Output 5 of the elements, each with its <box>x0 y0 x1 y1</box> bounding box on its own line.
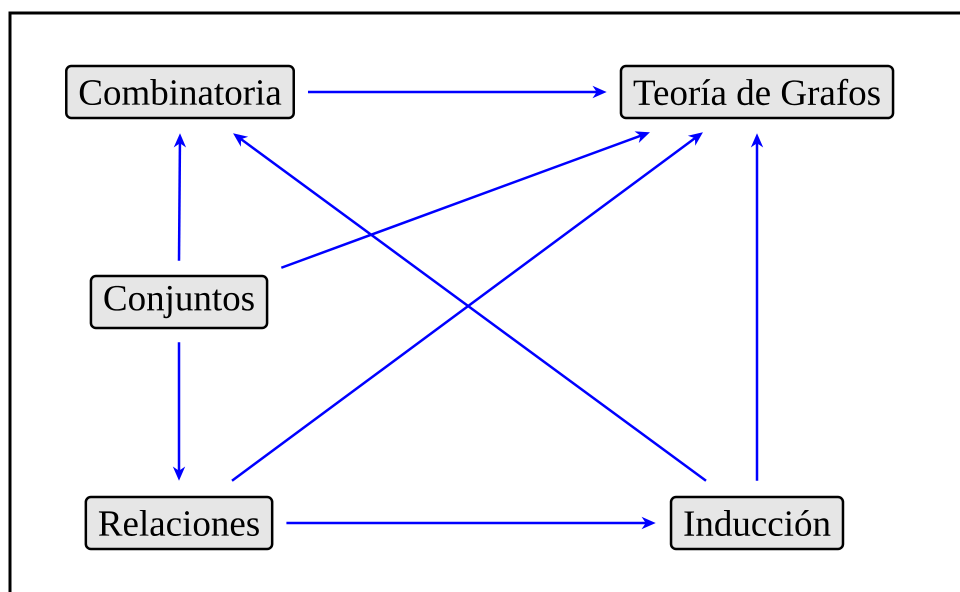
topic-box: Teoría de Grafos <box>620 64 894 120</box>
topic-box: Conjuntos <box>90 274 268 330</box>
topic-box: Inducción <box>670 496 844 550</box>
topic-box: Relaciones <box>84 496 274 550</box>
topic-box: Combinatoria <box>65 64 295 120</box>
